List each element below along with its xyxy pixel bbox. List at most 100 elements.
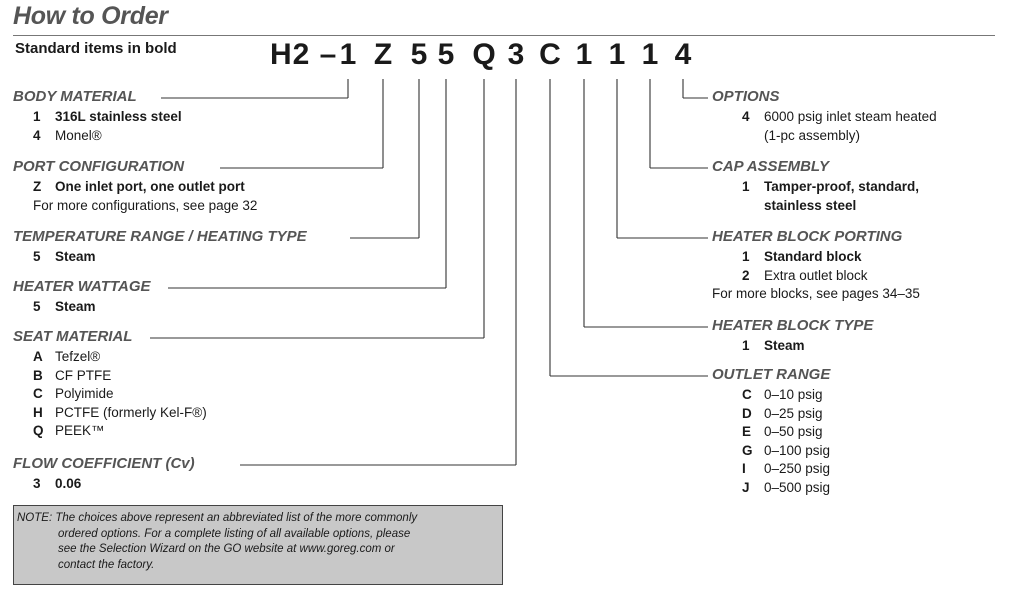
option-code: 1	[33, 109, 41, 124]
option-desc: PEEK™	[55, 423, 105, 438]
option-row: 4 6000 psig inlet steam heated	[742, 109, 937, 124]
option-code: 3	[33, 476, 41, 491]
option-desc-cont: stainless steel	[764, 197, 857, 213]
option-row: 1 Tamper-proof, standard,	[742, 179, 919, 194]
option-desc: 0–250 psig	[764, 461, 831, 476]
code-char-heater-block-type: 1	[575, 38, 593, 71]
section-heading: BODY MATERIAL	[13, 88, 137, 105]
option-row: H PCTFE (formerly Kel-F®)	[33, 405, 207, 420]
note-line: ordered options. For a complete listing …	[58, 527, 411, 540]
option-row: Q PEEK™	[33, 423, 105, 438]
option-row: 1 Steam	[742, 338, 805, 353]
option-desc: Steam	[55, 299, 96, 314]
option-row: G 0–100 psig	[742, 443, 830, 458]
option-code: Q	[33, 423, 44, 438]
option-desc: 0–500 psig	[764, 479, 831, 495]
option-desc: Tamper-proof, standard,	[764, 179, 920, 194]
option-row: 1 316L stainless steel	[33, 109, 182, 124]
option-desc: 0–100 psig	[764, 442, 831, 458]
option-code: 5	[33, 299, 41, 314]
option-desc: 6000 psig inlet steam heated	[764, 109, 937, 124]
option-code: C	[742, 387, 752, 402]
option-desc: Standard block	[764, 249, 862, 264]
note-line: contact the factory.	[58, 558, 155, 571]
option-code: A	[33, 349, 43, 364]
option-code: I	[742, 461, 746, 476]
note-box	[13, 505, 503, 585]
code-char-body-material: 1	[339, 38, 357, 71]
section-heading: HEATER WATTAGE	[13, 278, 151, 295]
code-char-port-config: Z	[373, 38, 393, 71]
option-row: B CF PTFE	[33, 368, 111, 383]
option-code: G	[742, 442, 753, 458]
option-row: C 0–10 psig	[742, 387, 823, 402]
code-char-temp-range: 5	[410, 38, 428, 71]
option-desc: Monel®	[55, 127, 102, 143]
section-heading: CAP ASSEMBLY	[712, 158, 829, 175]
option-code: E	[742, 424, 752, 439]
option-row: 5 Steam	[33, 249, 96, 264]
option-code: C	[33, 386, 43, 401]
option-code: 4	[742, 109, 750, 124]
option-code: D	[742, 405, 752, 421]
note-line: NOTE: The choices above represent an abb…	[17, 512, 418, 524]
option-desc: 0–10 psig	[764, 387, 823, 402]
option-code: 1	[742, 338, 750, 353]
option-desc: 316L stainless steel	[55, 109, 182, 124]
code-char-cap-assembly: 1	[641, 38, 659, 71]
note-text: NOTE: The choices above represent an abb…	[17, 511, 417, 573]
option-code: 5	[33, 249, 41, 264]
option-desc: 0–50 psig	[764, 424, 823, 439]
section-note: For more blocks, see pages 34–35	[712, 286, 920, 301]
option-desc: Steam	[764, 338, 805, 353]
option-code: 4	[33, 127, 41, 143]
option-code: 1	[742, 249, 750, 264]
option-row-cont: (1-pc assembly)	[764, 128, 860, 143]
option-code: 1	[742, 179, 750, 194]
option-row: 5 Steam	[33, 299, 96, 314]
option-row: D 0–25 psig	[742, 406, 823, 421]
option-desc: Extra outlet block	[764, 267, 868, 283]
code-char-heater-wattage: 5	[437, 38, 455, 71]
title-rule	[13, 35, 995, 36]
option-code: B	[33, 367, 43, 383]
section-heading: OUTLET RANGE	[712, 366, 831, 383]
option-row: 2 Extra outlet block	[742, 268, 868, 283]
code-char-outlet-range: C	[539, 38, 561, 71]
option-desc: Polyimide	[55, 386, 114, 401]
section-heading: SEAT MATERIAL	[13, 328, 133, 345]
option-desc: CF PTFE	[55, 367, 112, 383]
section-heading: TEMPERATURE RANGE / HEATING TYPE	[13, 228, 307, 245]
code-char-flow-coefficient: 3	[507, 38, 525, 71]
option-desc: 0.06	[55, 476, 82, 491]
section-note: For more configurations, see page 32	[33, 197, 258, 213]
page-title: How to Order	[13, 2, 168, 30]
option-row: 1 Standard block	[742, 249, 862, 264]
option-desc: Steam	[55, 249, 96, 264]
section-heading: PORT CONFIGURATION	[13, 158, 185, 175]
option-desc-cont: (1-pc assembly)	[764, 127, 861, 143]
section-heading: FLOW COEFFICIENT (Cv)	[13, 455, 195, 472]
option-code: 2	[742, 267, 750, 283]
option-code: H	[33, 404, 43, 420]
option-desc: PCTFE (formerly Kel-F®)	[55, 404, 207, 420]
option-row: I 0–250 psig	[742, 461, 830, 476]
subtitle: Standard items in bold	[15, 40, 177, 57]
option-row: E 0–50 psig	[742, 424, 823, 439]
option-desc: 0–25 psig	[764, 405, 823, 421]
option-row-cont: stainless steel	[764, 198, 856, 213]
option-code: J	[742, 479, 750, 495]
option-row: 4 Monel®	[33, 128, 102, 143]
section-heading: HEATER BLOCK PORTING	[712, 228, 903, 245]
section-heading: HEATER BLOCK TYPE	[712, 317, 874, 334]
option-desc: One inlet port, one outlet port	[55, 179, 245, 194]
note-line: see the Selection Wizard on the GO websi…	[58, 543, 395, 555]
code-char-heater-block-porting: 1	[608, 38, 626, 71]
model-code-prefix: H2 –	[270, 38, 338, 71]
section-heading: OPTIONS	[712, 88, 780, 105]
code-char-options: 4	[674, 38, 692, 71]
